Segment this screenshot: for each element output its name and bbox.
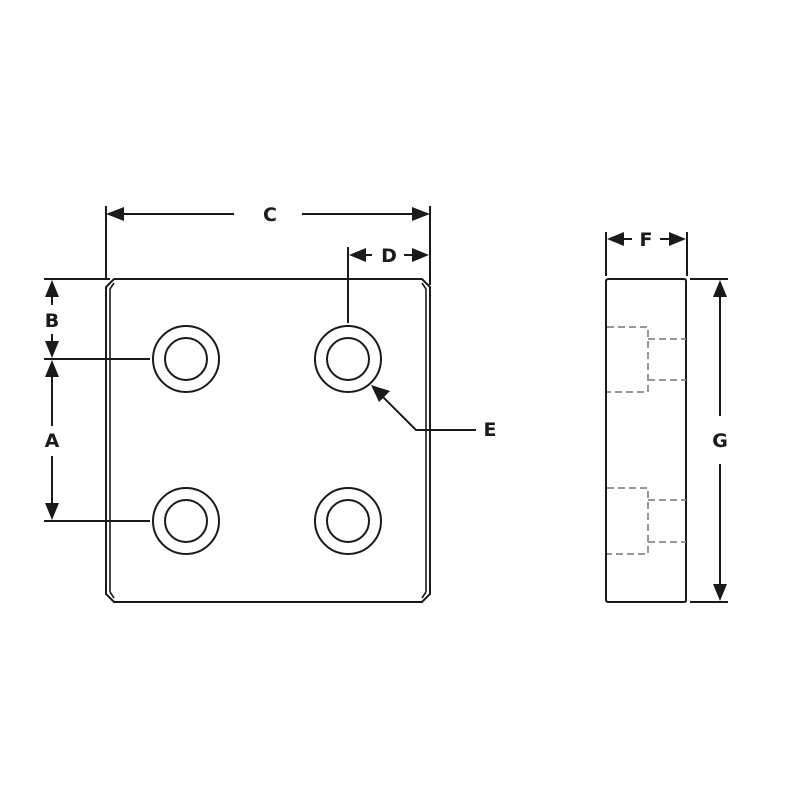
dimension-label-d: D bbox=[381, 245, 397, 267]
arrow-right-icon bbox=[412, 248, 429, 262]
arrow-down-icon bbox=[45, 341, 59, 358]
top-left-chamfer bbox=[109, 282, 115, 290]
arrow-down-icon bbox=[713, 584, 727, 601]
hole-bottom-left bbox=[152, 487, 220, 555]
dimension-f: F bbox=[605, 229, 688, 276]
hidden-counterbore-lower bbox=[607, 487, 686, 555]
dimension-b: B bbox=[44, 278, 150, 360]
side-view bbox=[605, 278, 687, 603]
bottom-left-chamfer bbox=[109, 591, 115, 599]
hole-top-right bbox=[314, 325, 382, 393]
hole-top-left bbox=[152, 325, 220, 393]
hidden-counterbore-upper bbox=[607, 326, 686, 393]
bottom-right-chamfer bbox=[421, 591, 427, 599]
arrow-left-icon bbox=[349, 248, 366, 262]
dimension-label-b: B bbox=[45, 310, 59, 332]
arrow-up-icon bbox=[45, 360, 59, 377]
callout-label-e: E bbox=[484, 419, 497, 441]
dimension-label-g: G bbox=[712, 430, 728, 452]
dimension-label-a: A bbox=[45, 430, 60, 452]
arrow-up-icon bbox=[713, 280, 727, 297]
arrow-right-icon bbox=[412, 207, 430, 221]
dimension-g: G bbox=[690, 278, 728, 603]
callout-e: E bbox=[371, 385, 496, 441]
hole-bottom-right bbox=[314, 487, 382, 555]
dimension-label-f: F bbox=[640, 229, 653, 251]
arrow-left-icon bbox=[106, 207, 124, 221]
arrow-down-icon bbox=[45, 503, 59, 520]
dimension-a: A bbox=[44, 360, 150, 522]
arrow-right-icon bbox=[669, 232, 686, 246]
plate-outline bbox=[105, 278, 431, 603]
arrow-left-icon bbox=[607, 232, 624, 246]
dimension-c: C bbox=[105, 204, 431, 285]
top-right-chamfer bbox=[421, 282, 427, 290]
dimension-d: D bbox=[347, 245, 429, 323]
front-view bbox=[105, 278, 431, 603]
side-outline bbox=[605, 278, 687, 603]
arrow-up-icon bbox=[45, 280, 59, 297]
arrow-pointer-icon bbox=[371, 385, 390, 402]
dimension-label-c: C bbox=[263, 204, 277, 226]
